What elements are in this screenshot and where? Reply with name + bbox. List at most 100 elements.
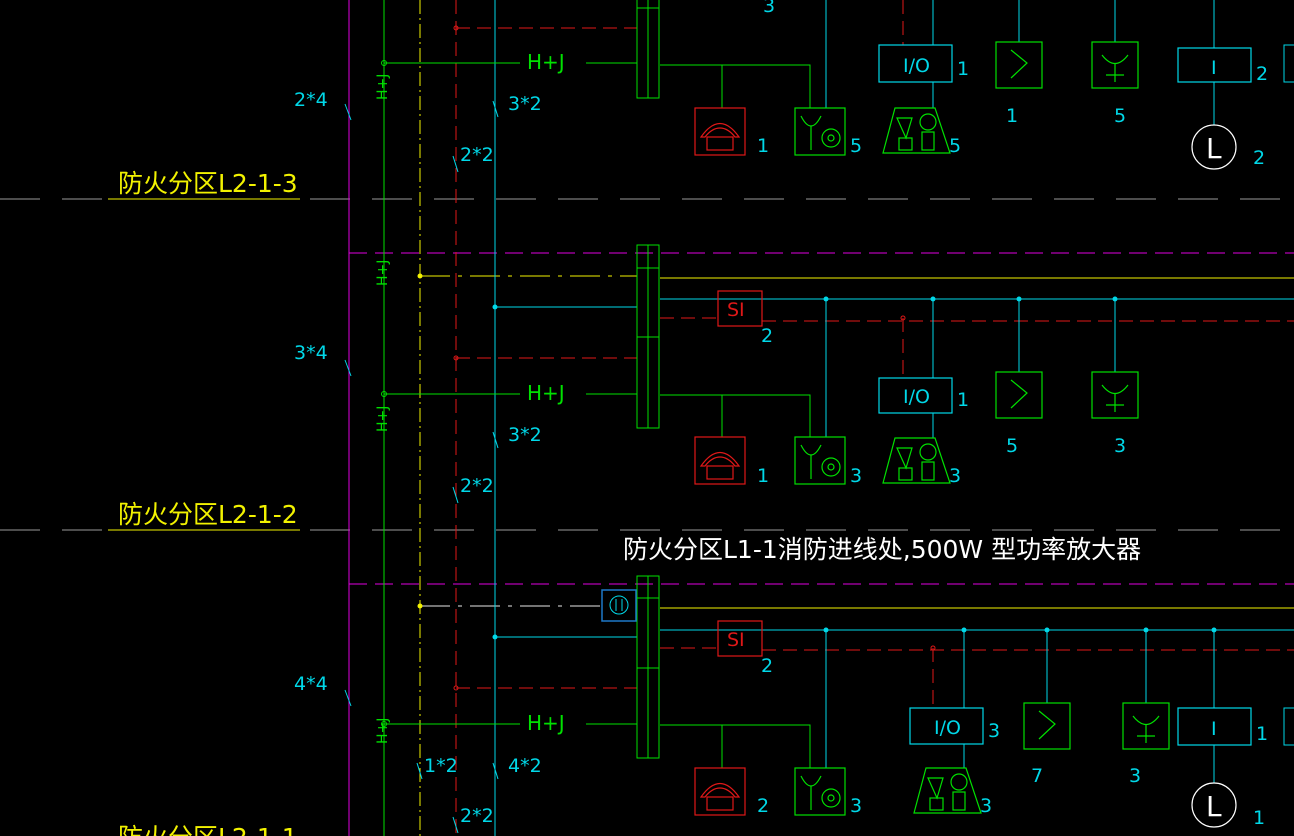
heat-detector-icon [1091,41,1139,89]
junction-dot [453,25,459,31]
telephone-icon [694,107,746,156]
count-label: 3 [949,465,961,487]
manual-alarm-icon [882,437,951,484]
zone-labels: 防火分区L2-1-3 防火分区L2-1-2 防火分区L2-1-1 [108,169,300,836]
broadcast-lines [419,0,1294,836]
terminal-block-r2 [636,244,660,429]
hydrant-button-icon [794,767,846,816]
si-module-label: SI [727,629,745,651]
bus-label: 2*4 [294,89,328,111]
count-label: 1 [757,135,769,157]
lamp-label: L [1206,790,1222,823]
wire-label: 2*2 [460,475,494,497]
count-label: 1 [1256,723,1268,745]
wire-label: 3*2 [508,424,542,446]
count-label: 2 [1253,147,1265,169]
count-label: 1 [957,389,969,411]
count-label: 3 [850,795,862,817]
io-module-label: I/O [903,386,930,408]
lamp-label: L [1206,132,1222,165]
count-label: 2 [761,655,773,677]
telephone-icon [694,767,746,816]
zone-label-l2-1-3: 防火分区L2-1-3 [118,169,298,198]
cyan-signal-lines [494,0,1294,836]
green-feed-r3 [660,724,811,768]
manual-alarm-icon [882,107,951,154]
terminal-blocks [636,0,660,759]
junction-dot [1211,627,1217,633]
red-dots [453,25,936,691]
hj-vertical-label: H+J [375,718,391,744]
bus-label: 4*4 [294,673,328,695]
io-module-icon [909,707,984,745]
count-label: 5 [1006,435,1018,457]
count-label: 1 [757,465,769,487]
wire-count-labels: 3*2 2*2 3*2 2*2 4*2 1*2 2*2 [416,93,542,834]
hj-vertical-label: H+J [375,74,391,100]
cyan-dots [492,296,1217,640]
count-label: 2 [757,795,769,817]
green-feed-r2 [660,394,811,437]
io-module-icon [878,377,953,414]
count-label: 3 [1114,435,1126,457]
junction-dot [823,627,829,633]
junction-dot [1112,296,1118,302]
wire-label: 2*2 [460,805,494,827]
hj-labels: H+J H+J H+J H+J H+J H+J H+J [375,50,565,744]
count-label: 3 [980,795,992,817]
count-label: 7 [1031,765,1043,787]
junction-dot [417,273,423,279]
wire-label: 2*2 [460,144,494,166]
io-module-icon [878,44,953,83]
lamp-icon [1191,782,1237,828]
heat-detector-icon [1091,371,1139,419]
floor-divider-lines [0,198,1294,531]
green-dots [381,60,387,727]
junction-dot [381,721,387,727]
manual-alarm-icon [913,767,982,814]
count-label: 5 [1114,105,1126,127]
si-module-icon [717,290,763,327]
edge-partial-boxes [1283,44,1294,746]
wire-label: 4*2 [508,755,542,777]
input-module-icon [1177,707,1252,746]
junction-dot [1044,627,1050,633]
smoke-detector-icon [1023,702,1071,750]
bus-labels: 2*4 3*4 4*4 [294,89,352,707]
smoke-detector-icon [995,371,1043,419]
heat-detector-icon [1122,702,1170,750]
io-module-label: I/O [934,717,961,739]
hydrant-button-icon [794,436,846,485]
count-label: 3 [850,465,862,487]
count-label: 1 [1006,105,1018,127]
green-telephone-lines [383,0,811,836]
junction-dot [1143,627,1149,633]
junction-dot [453,355,459,361]
broadcast-dots [417,273,423,609]
hydrant-button-icon [794,107,846,156]
junction-dot [1016,296,1022,302]
junction-dot [930,296,936,302]
hj-label: H+J [527,381,565,405]
junction-dot [900,315,906,321]
count-label: 3 [763,0,775,17]
count-label: 2 [1256,63,1268,85]
count-label: 2 [761,325,773,347]
junction-dot [381,391,387,397]
count-label: 3 [988,720,1000,742]
red-power-lines [455,0,1294,836]
green-feed-r1 [660,64,811,108]
input-module-label: I [1211,57,1217,79]
junction-dot [492,304,498,310]
si-module-icon [717,620,763,657]
bus-label: 3*4 [294,342,328,364]
telephone-icon [694,436,746,485]
magenta-lines [348,0,1294,836]
terminal-block-r1 [636,0,660,99]
zone-label-l2-1-2: 防火分区L2-1-2 [118,500,298,529]
hj-vertical-label: H+J [375,260,391,286]
wire-label: 1*2 [424,755,458,777]
count-label: 5 [949,135,961,157]
si-module-label: SI [727,299,745,321]
